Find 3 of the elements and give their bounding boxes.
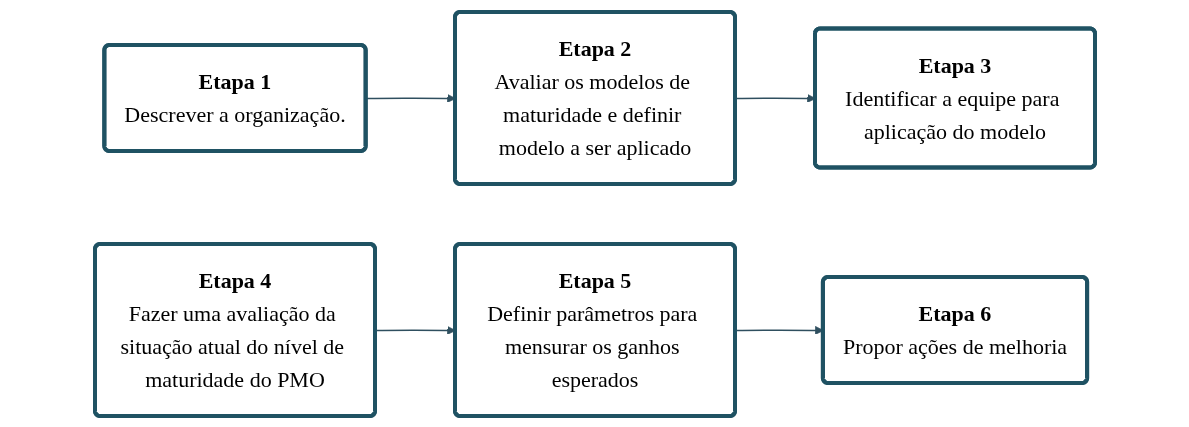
node-text: Etapa 4 Fazer uma avaliação da situação atual do nível de maturidade do PMO <box>119 267 344 392</box>
node-text: Etapa 5 Definir parâmetros para mensurar os ganhos esperados <box>486 267 697 392</box>
node-text: Etapa 2 Avaliar os modelos de maturidade e definir modelo a ser aplicado <box>493 35 691 160</box>
